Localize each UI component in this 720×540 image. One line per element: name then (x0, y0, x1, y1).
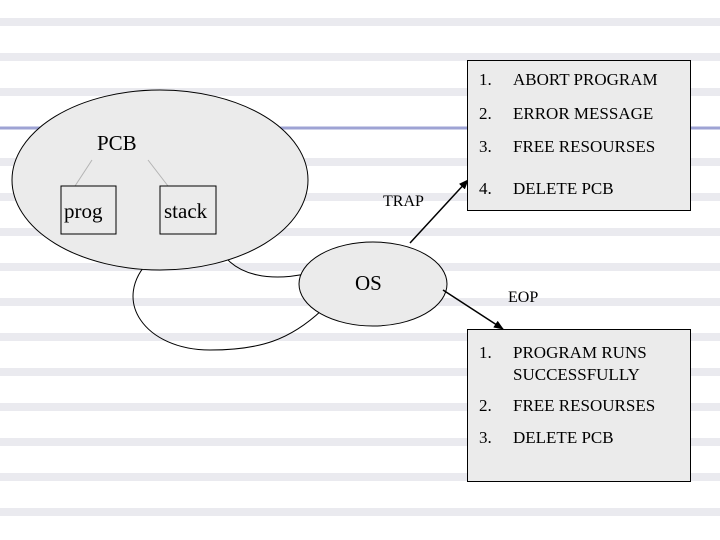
item-text: PROGRAM RUNS SUCCESSFULLY (513, 343, 647, 384)
item-number: 1. (479, 70, 492, 89)
stack-box (159, 185, 217, 235)
os-label: OS (355, 271, 382, 295)
item-text: ERROR MESSAGE (513, 104, 654, 123)
prog-box (60, 185, 117, 235)
pcb-label: PCB (97, 131, 137, 155)
pcb-to-prog-line (74, 159, 93, 187)
item-number: 2. (479, 396, 492, 415)
item-number: 3. (479, 428, 492, 447)
eop-label: EOP (508, 289, 539, 306)
item-number: 2. (479, 104, 492, 123)
item-text: FREE RESOURSES (513, 396, 656, 415)
trap-label: TRAP (383, 193, 424, 210)
trap-arrow (409, 179, 469, 244)
stack-label: stack (164, 199, 208, 223)
connector-prog-to-os (132, 259, 323, 351)
pcb-ellipse (11, 89, 309, 271)
item-text: FREE RESOURSES (513, 137, 656, 156)
item-text: DELETE PCB (513, 428, 614, 447)
trap-actions-box: 1. ABORT PROGRAM 2. ERROR MESSAGE 3. FRE… (467, 60, 691, 211)
item-text: DELETE PCB (513, 179, 614, 198)
item-number: 1. (479, 343, 492, 362)
eop-actions-box: 1. PROGRAM RUNS SUCCESSFULLY 2. FREE RES… (467, 329, 691, 482)
prog-label: prog (64, 199, 103, 223)
item-number: 3. (479, 137, 492, 156)
item-number: 4. (479, 179, 492, 198)
item-text: ABORT PROGRAM (513, 70, 658, 89)
os-ellipse (298, 241, 448, 327)
eop-arrow (442, 289, 504, 330)
pcb-to-stack-line (147, 159, 169, 187)
